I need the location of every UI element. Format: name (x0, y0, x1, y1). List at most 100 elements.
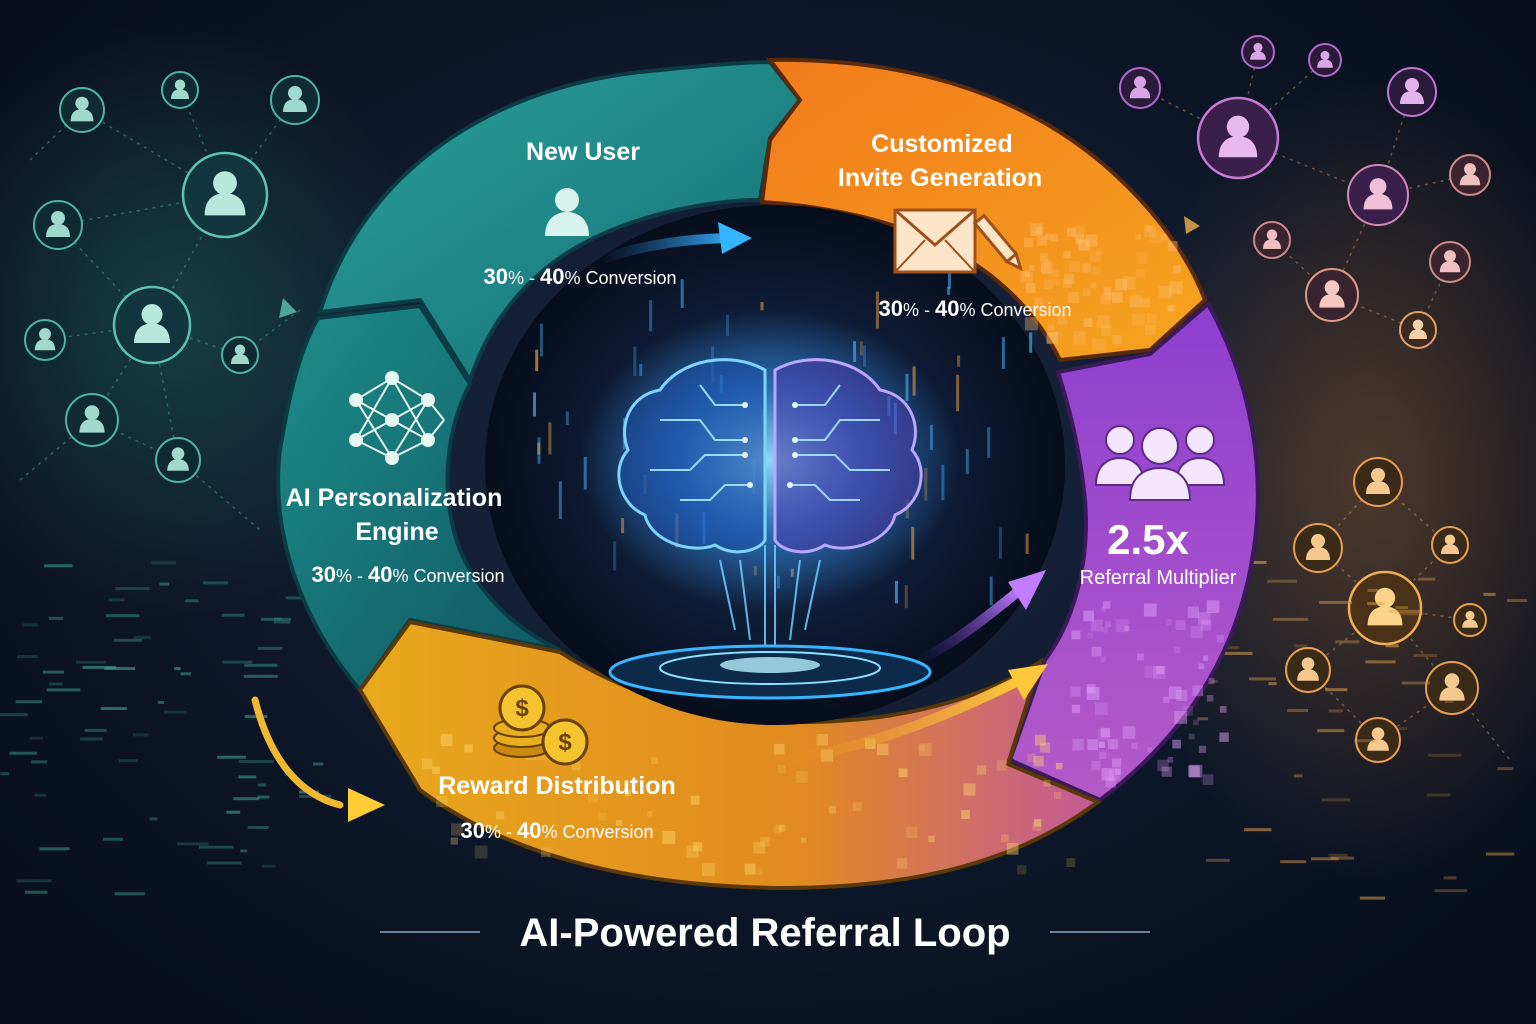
data-streak (1397, 612, 1424, 616)
data-streak (15, 700, 43, 704)
segment-tile (1089, 251, 1101, 263)
segment-tile (1176, 690, 1188, 702)
code-rain-bar (965, 448, 969, 474)
stage-conversion: 30% - 40% Conversion (311, 562, 504, 587)
segment-tile (582, 782, 590, 789)
segment-tile (571, 761, 581, 771)
segment-tile (1053, 278, 1060, 285)
segment-tile (1041, 265, 1051, 275)
segment-tile (432, 766, 440, 775)
data-streak (1385, 644, 1399, 648)
code-rain-bar (533, 392, 536, 417)
code-rain-bar (558, 481, 562, 519)
segment-tile (1025, 283, 1036, 293)
segment-tile (1083, 318, 1093, 327)
segment-tile (1033, 755, 1044, 767)
segment-tile (1023, 238, 1034, 248)
data-streak (82, 665, 117, 669)
segment-tile (1067, 227, 1076, 237)
data-streak (1267, 579, 1297, 583)
data-streak (1223, 651, 1253, 655)
segment-tile (1069, 261, 1080, 273)
segment-tile (1097, 728, 1109, 740)
data-streak (244, 715, 268, 719)
arrow-head-icon (279, 298, 297, 318)
segment-tile (1183, 706, 1194, 716)
segment-tile (1102, 601, 1111, 609)
segment-tile (1035, 227, 1043, 234)
data-streak (151, 561, 176, 565)
data-streak (1335, 640, 1360, 644)
segment-tile (1163, 696, 1170, 703)
right-user-network (1119, 35, 1491, 763)
data-streak (24, 890, 48, 894)
segment-tile (1006, 842, 1019, 855)
segment-tile (1095, 702, 1108, 716)
stage-new-user: New User 30% - 40% Conversion (483, 138, 676, 289)
stage-title: Reward Distribution (438, 772, 676, 800)
segment-tile (1108, 769, 1121, 781)
arrow-head-icon (348, 788, 385, 822)
data-streak (257, 795, 270, 799)
segment-tile (1043, 779, 1051, 787)
segment-tile (1105, 621, 1112, 628)
stage-title-line2: Invite Generation (838, 164, 1042, 192)
data-streak (0, 772, 9, 776)
left-user-network (24, 71, 320, 483)
code-rain-bar (987, 427, 991, 458)
segment-tile (662, 831, 676, 844)
data-streak (1483, 592, 1496, 596)
data-streak (100, 707, 127, 710)
data-streak (108, 598, 125, 602)
segment-tile (1101, 768, 1114, 781)
segment-tile (1078, 239, 1090, 251)
segment-tile (1086, 687, 1100, 700)
code-rain-bar (948, 269, 951, 289)
envelope-pencil-icon (893, 208, 1024, 274)
segment-tile (963, 783, 976, 796)
segment-tile (1070, 686, 1081, 697)
data-streak (1507, 599, 1528, 602)
code-rain-bar (1029, 332, 1033, 353)
segment-tile (1219, 706, 1227, 713)
data-streak (238, 760, 274, 763)
segment-tile (1027, 753, 1036, 762)
segment-tile (1046, 233, 1053, 240)
segment-tile (474, 845, 488, 859)
segment-tile (1039, 742, 1050, 753)
data-streak (1426, 793, 1451, 797)
segment-tile (1098, 751, 1107, 760)
data-streak (42, 670, 65, 674)
data-streak (1359, 896, 1385, 900)
segment-tile (1145, 324, 1156, 336)
data-streak (1268, 682, 1277, 686)
segment-tile (440, 734, 453, 746)
data-streak (1287, 709, 1309, 712)
segment-tile (877, 743, 889, 756)
data-streak (49, 616, 64, 620)
flow-arrow-to-multiplier (915, 585, 1025, 665)
segment-tile (753, 841, 766, 854)
segment-tile (1101, 325, 1112, 336)
segment-tile (1082, 263, 1091, 273)
segment-tile (1144, 665, 1157, 678)
data-streak (46, 688, 81, 692)
data-streak (207, 861, 242, 865)
segment-tile (918, 744, 925, 752)
data-streak (203, 581, 228, 585)
segment-tile (1105, 777, 1116, 788)
data-streak (257, 783, 267, 787)
data-streak (221, 613, 245, 617)
segment-tile (1216, 634, 1225, 643)
data-streak (285, 596, 307, 600)
segment-tile (1043, 279, 1054, 290)
segment-tile (450, 837, 458, 845)
segment-tile (760, 836, 770, 847)
segment-tile (976, 765, 987, 775)
segment-tile (1122, 276, 1136, 290)
data-streak (118, 759, 138, 763)
segment-tile (801, 837, 807, 843)
stage-reward: $ $ Reward Distribution 30% - 40% Conver… (438, 684, 676, 843)
segment-tile (1200, 620, 1212, 631)
segment-tile (1112, 758, 1122, 768)
